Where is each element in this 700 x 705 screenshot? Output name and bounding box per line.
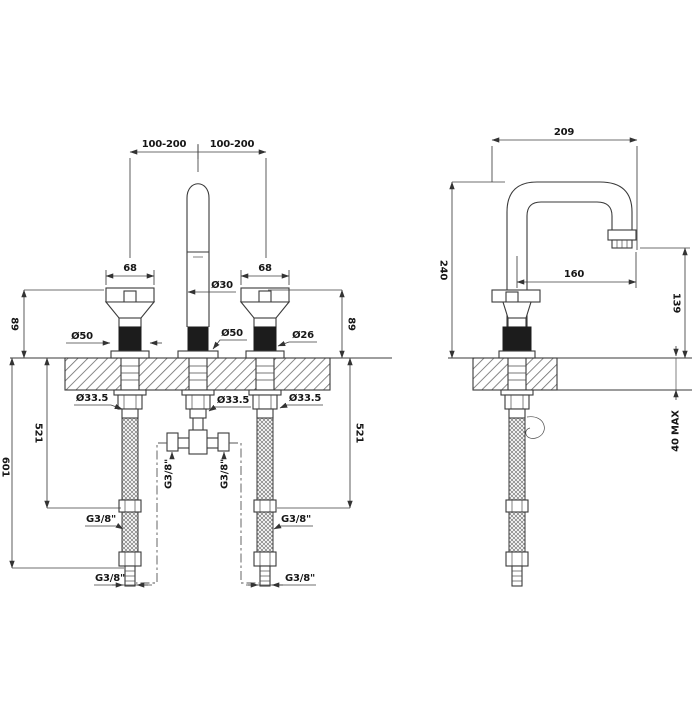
handle-rosette (110, 350, 150, 359)
channel (255, 357, 275, 391)
handle-knurl (118, 326, 142, 352)
dim-label-hose-mid-right: 521 (354, 423, 365, 444)
leader-line (273, 523, 313, 530)
dim-label-hose-end-right: G3/8" (285, 573, 315, 584)
leader-line (279, 402, 323, 409)
dim-label-deck-thickness: 40 MAX (671, 410, 682, 452)
deck-channel (507, 357, 527, 391)
dim-label-hose-end-left: G3/8" (95, 573, 125, 584)
handle-bar-notch (123, 290, 137, 303)
dim-label-hole-right: Ø33.5 (289, 392, 321, 404)
spout-tube (186, 183, 210, 327)
dim-label-spread-right: 100-200 (210, 139, 255, 150)
dim-label-grip-right: Ø26 (292, 329, 314, 341)
dim-label-handle-width-left: 68 (123, 263, 137, 274)
side-dimensions: 209 240 160 139 40 MAX (438, 127, 690, 452)
dim-label-hole-center: Ø33.5 (217, 394, 249, 406)
handle-bar-notch (258, 290, 272, 303)
hose-side (505, 417, 529, 587)
shank-left (113, 389, 147, 419)
dim-label-tee-right: G3/8" (220, 459, 231, 489)
dim-label-spout-diameter: Ø30 (211, 279, 233, 291)
hose-right (253, 417, 277, 587)
handle-knurl (253, 326, 277, 352)
dim-label-hose-conn-right: G3/8" (281, 514, 311, 525)
leader-line (208, 404, 251, 412)
handle-side (491, 289, 541, 359)
leader-line (277, 341, 317, 347)
routing-centerline-left (136, 442, 167, 584)
spout-outlet (607, 229, 637, 241)
shank-right (248, 389, 282, 419)
handle-body (104, 301, 156, 319)
tee-connector (166, 418, 230, 455)
channel (120, 357, 140, 391)
dim-label-tee-left: G3/8" (164, 459, 175, 489)
tee-cap-right (217, 432, 230, 452)
hose-left (118, 417, 142, 587)
front-dimensions: 100-200 100-200 68 68 Ø30 89 89 Ø50 (0, 139, 392, 588)
handle-knurl (502, 326, 532, 352)
handle-rosette (245, 350, 285, 359)
leader-line (85, 522, 124, 530)
dim-label-rosette-left: Ø50 (71, 330, 93, 342)
side-view: 209 240 160 139 40 MAX (438, 127, 692, 587)
dim-label-height-right: 89 (346, 317, 357, 331)
spout-outer (506, 181, 633, 358)
leader-line (212, 339, 247, 350)
handle-body (502, 301, 532, 319)
front-view: 100-200 100-200 68 68 Ø30 89 89 Ø50 (0, 139, 392, 588)
dim-label-total-width: 209 (554, 127, 575, 138)
dim-label-handle-width-right: 68 (258, 263, 272, 274)
handle-neck (507, 317, 527, 328)
deck-channels (120, 357, 275, 391)
handle-neck (118, 317, 142, 328)
shank-center (181, 389, 215, 419)
dim-label-spout-reach: 160 (564, 269, 585, 280)
spout-knurl (187, 326, 209, 352)
routing-centerline-right (229, 442, 259, 584)
handle-bar-notch (505, 291, 519, 303)
handle-right (239, 287, 291, 359)
side-deck (448, 357, 692, 391)
spout-rosette (177, 350, 219, 359)
dim-label-height: 240 (438, 260, 449, 281)
channel (188, 357, 208, 391)
spout-inner (526, 201, 613, 358)
dim-label-outlet-height: 139 (671, 293, 682, 314)
spout-front (177, 183, 219, 359)
dim-label-hose-conn-left: G3/8" (86, 514, 116, 525)
dim-label-spread-left: 100-200 (142, 139, 187, 150)
tee-cap-left (166, 432, 179, 452)
handle-neck (253, 317, 277, 328)
leader-line (74, 404, 123, 410)
dim-label-rosette-spout: Ø50 (221, 327, 243, 339)
tee-body (188, 429, 208, 455)
handle-rosette (498, 350, 536, 359)
handle-left (104, 287, 156, 359)
dim-label-hole-left: Ø33.5 (76, 392, 108, 404)
dim-label-hose-full: 601 (0, 457, 11, 478)
dim-label-height-left: 89 (9, 317, 20, 331)
dim-label-hose-mid-left: 521 (33, 423, 44, 444)
handle-body (239, 301, 291, 319)
shank-side (500, 389, 534, 419)
spout-side (506, 181, 637, 358)
hose-clip (525, 416, 545, 439)
